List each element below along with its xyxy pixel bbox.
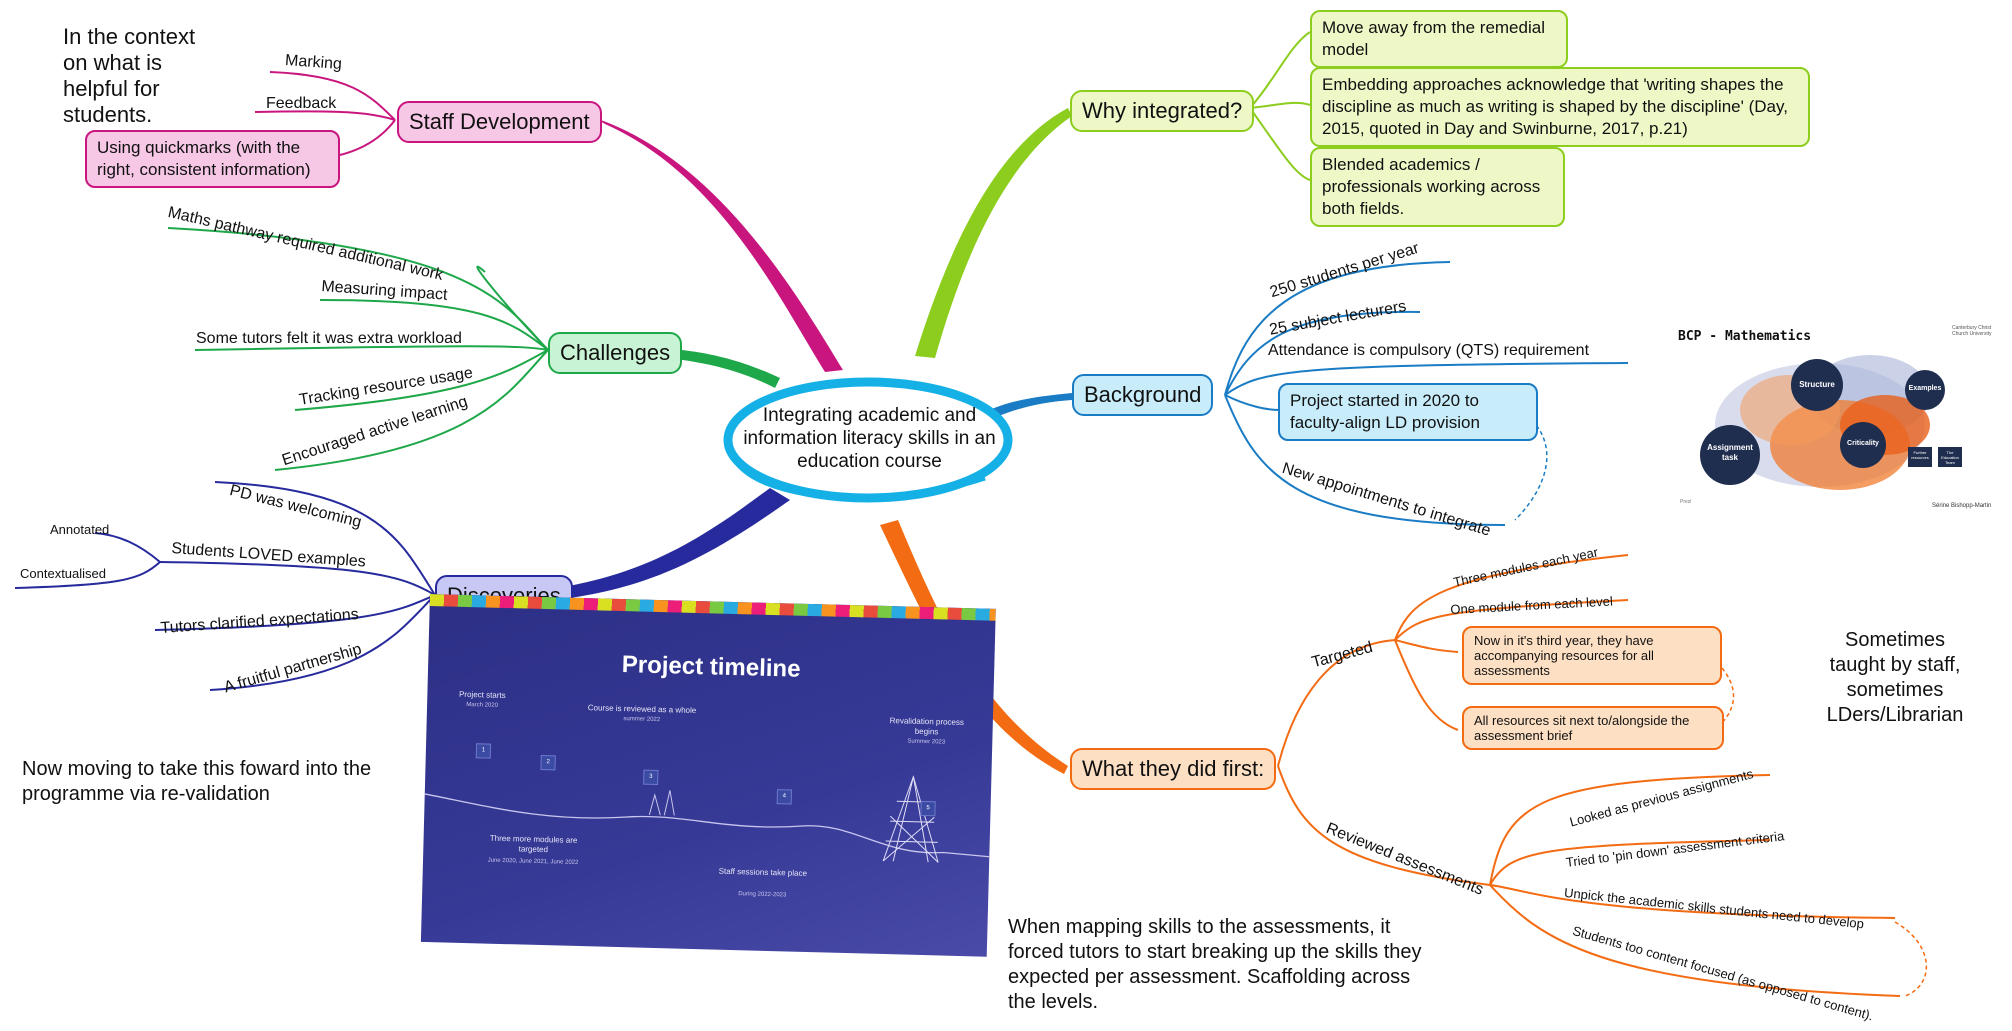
feedback-label: Feedback bbox=[266, 95, 337, 112]
why-remedial-model[interactable]: Move away from the remedial model bbox=[1310, 10, 1568, 68]
branch-what-they-did-first bbox=[880, 520, 1068, 774]
timeline-step-2: 2 bbox=[540, 754, 556, 771]
staff-development-node[interactable]: Staff Development bbox=[397, 101, 602, 143]
timeline-step-5: 5 bbox=[920, 800, 936, 817]
bcp-criticality: Criticality bbox=[1847, 440, 1879, 447]
bcp-title: BCP - Mathematics bbox=[1678, 329, 1812, 344]
note-sometimes-taught: Sometimes taught by staff, sometimes LDe… bbox=[1826, 629, 1964, 726]
resources-node[interactable]: All resources sit next to/alongside the … bbox=[1462, 706, 1724, 750]
reviewed-relation bbox=[1894, 921, 1928, 997]
discovery-annotated: Annotated bbox=[50, 522, 110, 537]
timeline-project-starts: Project starts bbox=[458, 689, 506, 701]
bcp-examples: Examples bbox=[1908, 385, 1942, 392]
central-topic-ring bbox=[723, 377, 1013, 503]
bcp-structure: Structure bbox=[1799, 380, 1835, 389]
timeline-step-3: 3 bbox=[643, 769, 659, 786]
bcp-university: Canterbury Christ Church University bbox=[1952, 325, 1992, 337]
branch-why-integrated bbox=[915, 108, 1072, 358]
background-relation bbox=[1514, 419, 1548, 521]
timeline-step-4: 4 bbox=[776, 789, 793, 805]
background-project-started[interactable]: Project started in 2020 to faculty-align… bbox=[1278, 383, 1538, 441]
challenges-connectors bbox=[167, 227, 549, 471]
timeline-modules-targeted: Three more modules are targeted bbox=[489, 833, 578, 855]
bcp-assignment-task: Assignment task bbox=[1707, 443, 1753, 462]
quickmarks-node[interactable]: Using quickmarks (with the right, consis… bbox=[85, 130, 340, 188]
branch-staff-development bbox=[595, 118, 843, 372]
note-mapping-skills: When mapping skills to the assessments, … bbox=[1008, 916, 1422, 1013]
bcp-further-resources: Further resources bbox=[1911, 450, 1929, 460]
challenge-extra-workload: Some tutors felt it was extra workload bbox=[196, 330, 462, 347]
note-moving-forward: Now moving to take this foward into the … bbox=[22, 758, 372, 805]
project-timeline-image: Project timeline Project starts March 20… bbox=[420, 594, 996, 957]
bcp-watercolour bbox=[1700, 355, 1962, 490]
timeline-skyline bbox=[424, 775, 990, 863]
timeline-revalidation: Revalidation process begins bbox=[889, 716, 965, 737]
note-context: In the context on what is helpful for st… bbox=[63, 24, 196, 127]
bcp-author: Sérine Bishopp-Martin bbox=[1932, 503, 1992, 509]
bcp-education-team: The Education Team bbox=[1941, 450, 1959, 465]
why-writing-shapes[interactable]: Embedding approaches acknowledge that 'w… bbox=[1310, 67, 1810, 147]
why-blended-academics[interactable]: Blended academics / professionals workin… bbox=[1310, 147, 1565, 227]
discoveries-connectors bbox=[14, 481, 436, 691]
what-they-did-first-node[interactable]: What they did first: bbox=[1070, 748, 1277, 790]
background-attendance: Attendance is compulsory (QTS) requireme… bbox=[1268, 342, 1590, 359]
timeline-step-1: 1 bbox=[475, 743, 492, 759]
branch-background bbox=[985, 393, 1072, 420]
why-connectors bbox=[1249, 31, 1311, 181]
first-connectors bbox=[1277, 554, 1901, 997]
challenges-node[interactable]: Challenges bbox=[548, 332, 683, 374]
discovery-contextualised: Contextualised bbox=[20, 566, 106, 581]
third-year-node[interactable]: Now in it's third year, they have accomp… bbox=[1462, 626, 1722, 685]
bcp-prezi: Prezi bbox=[1680, 499, 1692, 505]
central-topic[interactable]: Integrating academic and information lit… bbox=[743, 405, 996, 472]
why-integrated-node[interactable]: Why integrated? bbox=[1070, 90, 1255, 132]
background-connectors bbox=[1224, 261, 1629, 526]
staff-dev-connectors bbox=[254, 71, 396, 156]
background-node[interactable]: Background bbox=[1072, 374, 1214, 416]
bcp-mathematics-image: BCP - Mathematics Canterbury Christ Chur… bbox=[1670, 315, 2010, 520]
